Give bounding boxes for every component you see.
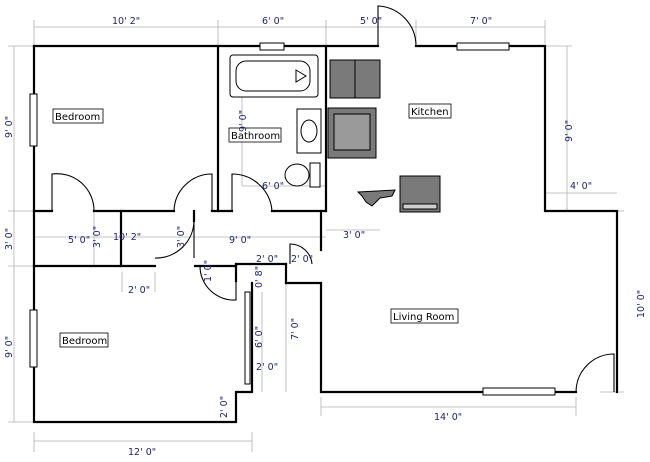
dim-closet-width: 2' 0": [256, 362, 278, 373]
dim-top-kitchen-left: 5' 0": [360, 16, 382, 27]
dim-hall-length: 9' 0": [229, 235, 251, 246]
dim-hall-middle: 10' 2": [113, 232, 141, 243]
dim-corridor-a: 2' 0": [256, 254, 278, 265]
dim-bottom-living: 14' 0": [434, 412, 462, 423]
dimension-guides: [8, 20, 624, 452]
door-bath-hall: [173, 173, 213, 212]
door-hall-closet: [154, 220, 195, 259]
room-label-living-room: Living Room: [393, 312, 454, 323]
dim-hall-right-depth: 3' 0": [176, 226, 187, 248]
dim-kitchen-counter: 3' 0": [343, 230, 365, 241]
dimension-labels: 10' 2" 6' 0" 5' 0" 7' 0" 9' 0" 3' 0" 9' …: [4, 16, 647, 458]
window-closet: [244, 291, 251, 385]
door-front: [377, 5, 417, 47]
dim-lower-step: 2' 0": [219, 396, 230, 418]
dim-left-hall: 3' 0": [4, 228, 15, 250]
window-living: [482, 387, 556, 396]
room-label-bedroom-top: Bedroom: [55, 112, 100, 123]
dim-bottom-bedroom: 12' 0": [128, 447, 156, 458]
window-bedroom-bottom: [29, 309, 38, 368]
dim-top-kitchen-right: 7' 0": [470, 16, 492, 27]
counter-corner: [356, 189, 396, 207]
dim-small-step: 1' 0": [203, 260, 214, 282]
dim-top-bathroom: 6' 0": [262, 16, 284, 27]
room-label-bathroom: Bathroom: [231, 131, 280, 142]
dim-top-bedroom: 10' 2": [112, 16, 140, 27]
kitchen-appliances: [327, 59, 441, 213]
dim-small-step-b: 0' 8": [254, 266, 265, 288]
dim-left-upper: 9' 0": [4, 116, 15, 138]
door-living-nook: [289, 243, 313, 265]
door-living-exit: [575, 353, 615, 393]
door-bathroom: [231, 173, 273, 212]
dim-hall-closet-depth: 3' 0": [92, 226, 103, 248]
dim-hall-closet-opening: 2' 0": [128, 285, 150, 296]
door-bedroom-top: [51, 173, 95, 212]
dim-right-offset: 4' 0": [570, 181, 592, 192]
toilet-tank: [309, 162, 321, 188]
dim-bath-width: 6' 0": [262, 181, 284, 192]
window-bedroom-top: [29, 93, 38, 147]
dim-bath-depth: 9' 0": [238, 110, 249, 132]
walls: [32, 44, 619, 424]
room-label-kitchen: Kitchen: [411, 107, 449, 118]
room-label-bedroom-bottom: Bedroom: [62, 336, 107, 347]
doors: [51, 5, 615, 393]
room-labels: Bedroom Bedroom Bathroom Kitchen Living …: [52, 103, 459, 348]
toilet: [284, 163, 310, 187]
bathroom-fixtures: [229, 54, 322, 188]
window-kitchen: [456, 42, 510, 51]
dim-hall-closet-width: 5' 0": [68, 235, 90, 246]
dim-living-left: 7' 0": [290, 318, 301, 340]
dim-right-living: 10' 0": [636, 290, 647, 318]
dim-left-lower: 9' 0": [4, 336, 15, 358]
dim-corridor-b: 2' 0": [291, 254, 313, 265]
dim-right-kitchen: 9' 0": [564, 120, 575, 142]
window-bathroom: [259, 42, 285, 51]
windows: [29, 42, 556, 396]
door-small-closet: [199, 265, 237, 301]
dim-closet-height: 6' 0": [254, 326, 265, 348]
